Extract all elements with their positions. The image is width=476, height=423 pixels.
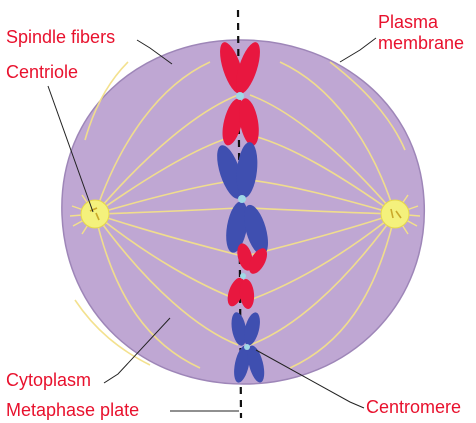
- label-cytoplasm: Cytoplasm: [6, 370, 92, 390]
- spindle-fibers: [74, 61, 406, 369]
- pointer-lines: [47, 37, 377, 412]
- chromosome-red-top-icon: [220, 42, 260, 146]
- pointer-centromere: [255, 349, 365, 409]
- pointer-spindle-fibers: [136, 39, 173, 65]
- pointer-plasma-membrane: [339, 37, 377, 63]
- chromosome-blue-bottom-icon: [231, 312, 265, 383]
- pointer-cytoplasm: [103, 317, 171, 384]
- centriole-left-icon: [69, 194, 110, 235]
- chromosome-red-bottom-icon: [227, 243, 268, 309]
- label-metaphase-plate: Metaphase plate: [6, 400, 140, 420]
- chromosome-blue-middle-icon: [217, 142, 268, 256]
- label-centriole: Centriole: [6, 62, 79, 82]
- centriole-right-icon: [380, 194, 421, 235]
- label-centromere: Centromere: [366, 397, 462, 417]
- label-plasma-membrane: Plasma membrane: [378, 12, 464, 54]
- label-spindle-fibers: Spindle fibers: [6, 27, 116, 47]
- label-plasma-membrane-line1: Plasma: [378, 12, 439, 32]
- label-plasma-membrane-line2: membrane: [378, 33, 465, 53]
- pointer-centriole: [47, 85, 94, 213]
